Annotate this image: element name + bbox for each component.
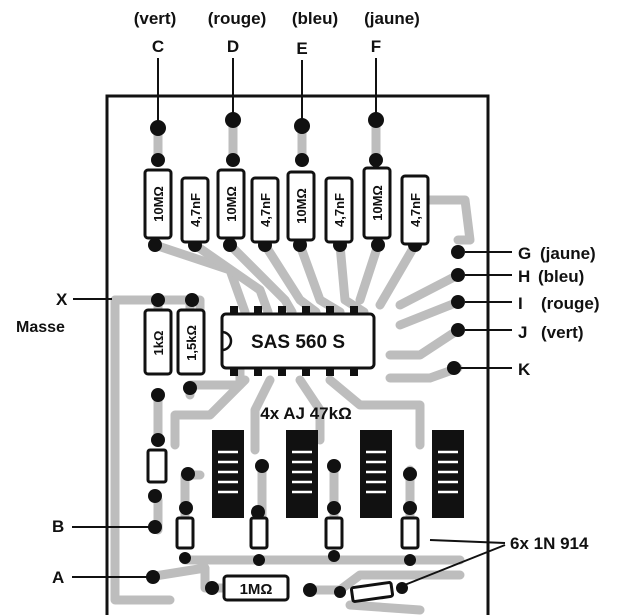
- sensor-group-label: 4x AJ 47kΩ: [260, 404, 351, 423]
- pad-b: [148, 520, 162, 534]
- right-pads: [447, 245, 512, 375]
- component-10mohm-1: 10MΩ: [151, 186, 166, 222]
- terminal-label-f: F: [371, 37, 381, 56]
- terminal-label-x: X: [56, 290, 68, 309]
- diodes: [175, 516, 420, 566]
- ic-label: SAS 560 S: [251, 332, 345, 353]
- terminal-color-i: (rouge): [541, 294, 600, 313]
- sensor-plates: [212, 430, 464, 518]
- resistor-1m: [222, 574, 290, 602]
- resistor-1k5-label: 1,5kΩ: [184, 325, 199, 361]
- terminal-color-h: (bleu): [538, 267, 584, 286]
- color-label-bleu: (bleu): [292, 9, 338, 28]
- ic-pins: [230, 306, 358, 376]
- terminal-label-i: I: [518, 294, 523, 313]
- component-10mohm-4: 10MΩ: [370, 185, 385, 221]
- component-10mohm-2: 10MΩ: [224, 186, 239, 222]
- color-label-jaune: (jaune): [364, 9, 420, 28]
- component-4-7nf-1: 4,7nF: [188, 193, 203, 227]
- pad-1k5-bottom: [183, 381, 197, 395]
- pad-small-top: [151, 433, 165, 447]
- color-label-rouge: (rouge): [208, 9, 267, 28]
- resistor-1k5: [176, 308, 206, 376]
- sensor-pads: [179, 459, 417, 519]
- terminal-label-g: G: [518, 244, 531, 263]
- pad-1k-bottom: [151, 388, 165, 402]
- top-lead-wires: [157, 58, 377, 126]
- diode-label: 6x 1N 914: [510, 534, 589, 553]
- top-pads: [148, 112, 422, 252]
- pad-1k5-top: [185, 293, 199, 307]
- terminal-label-k: K: [518, 360, 531, 379]
- pad-diode-left: [334, 586, 346, 598]
- terminal-color-g: (jaune): [540, 244, 596, 263]
- terminal-label-a: A: [52, 568, 64, 587]
- ic-notch: [221, 330, 233, 352]
- pad-1m-left: [205, 581, 219, 595]
- pad-small-bottom: [148, 489, 162, 503]
- label-masse: Masse: [16, 319, 65, 336]
- terminal-label-c: C: [152, 37, 164, 56]
- color-label-vert: (vert): [134, 9, 177, 28]
- resistor-1k-label: 1kΩ: [151, 331, 166, 356]
- pad-1m-right: [303, 583, 317, 597]
- diode-pointer-lines: [401, 539, 506, 587]
- small-resistor: [146, 448, 168, 484]
- terminal-label-d: D: [227, 37, 239, 56]
- ic-body: [220, 312, 376, 370]
- component-4-7nf-3: 4,7nF: [332, 193, 347, 227]
- terminal-label-j: J: [518, 323, 527, 342]
- top-component-row: [143, 166, 430, 246]
- resistor-1m-label: 1MΩ: [240, 581, 273, 598]
- pad-1k-top: [151, 293, 165, 307]
- resistor-1k: [143, 308, 173, 376]
- terminal-color-j: (vert): [541, 323, 584, 342]
- component-4-7nf-2: 4,7nF: [258, 193, 273, 227]
- terminal-label-e: E: [296, 39, 307, 58]
- diode-horizontal: [349, 581, 395, 603]
- terminal-label-h: H: [518, 267, 530, 286]
- terminal-label-b: B: [52, 517, 64, 536]
- pad-a: [146, 570, 160, 584]
- component-4-7nf-4: 4,7nF: [408, 193, 423, 227]
- component-10mohm-3: 10MΩ: [294, 188, 309, 224]
